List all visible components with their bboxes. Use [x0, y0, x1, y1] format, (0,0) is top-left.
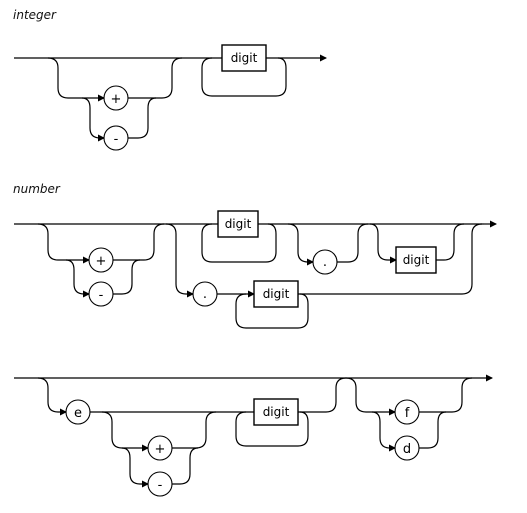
exponent-e-path-in: [37, 377, 67, 416]
number-digit-label-top: digit: [225, 217, 252, 231]
number-dot2-path-out: [337, 223, 369, 263]
number-title: number: [13, 182, 60, 196]
number-minus-path-out: [113, 259, 141, 295]
number-dot2-path-in: [287, 223, 314, 266]
exponent-plus-path-out: [172, 411, 217, 449]
exponent-diagram: e + - digit f d: [14, 374, 493, 497]
integer-diagram: digit + -: [14, 44, 327, 151]
integer-plus-circle: [103, 85, 129, 111]
integer-minus-circle: [103, 125, 129, 151]
number-dot-label-upper: .: [323, 255, 327, 270]
exponent-digit-loop: [235, 411, 309, 447]
number-digit-label-lower: digit: [263, 287, 290, 301]
integer-plus-label: +: [111, 92, 122, 107]
exponent-d-label: d: [403, 442, 411, 457]
exponent-minus-circle: [147, 471, 173, 497]
integer-minus-path-in: [81, 97, 105, 142]
exponent-f-label: f: [405, 406, 410, 421]
exponent-minus-label: -: [158, 478, 163, 493]
integer-digit-box: [221, 44, 267, 72]
number-minus-path-in: [65, 259, 90, 298]
number-digit-loop: [201, 223, 277, 263]
exponent-d-path-out: [419, 411, 447, 449]
integer-title: integer: [13, 8, 56, 22]
number-plus-path-in: [37, 223, 90, 264]
exponent-d-circle: [394, 435, 420, 461]
number-digit3-path-out: [436, 223, 465, 261]
exponent-plus-label: +: [155, 442, 166, 457]
exponent-e-circle: [65, 399, 91, 425]
number-dot-label-lower: .: [203, 287, 207, 302]
exponent-digit-box: [253, 398, 299, 426]
exponent-plus-circle: [147, 435, 173, 461]
exponent-minus-path-in: [121, 447, 149, 488]
number-plus-circle: [88, 247, 114, 273]
number-digit3-path-in: [369, 223, 397, 264]
exponent-digit-label: digit: [263, 405, 290, 419]
integer-minus-label: -: [114, 132, 119, 147]
integer-digit-loop: [201, 57, 287, 97]
exponent-plus-path-in: [101, 411, 149, 452]
integer-plus-path-in: [47, 57, 105, 102]
number-diagram: digit digit digit + - . .: [14, 210, 497, 329]
number-lower-digit-loop: [235, 293, 309, 329]
exponent-f-path-out: [419, 377, 473, 413]
integer-digit-label: digit: [231, 51, 258, 65]
exponent-digit-exit: [298, 377, 347, 413]
integer-minus-path-out: [128, 97, 157, 139]
number-digit-label-right: digit: [403, 253, 430, 267]
number-digit-box-top: [217, 210, 259, 238]
number-lower-exit: [298, 223, 483, 295]
exponent-f-circle: [394, 399, 420, 425]
number-minus-circle: [88, 281, 114, 307]
number-digit-box-lower: [253, 280, 299, 308]
number-dot-circle-upper: [312, 249, 338, 275]
number-plus-path-out: [113, 223, 165, 261]
number-digit-box-right: [395, 246, 437, 274]
number-dot-circle-lower: [192, 281, 218, 307]
exponent-minus-path-out: [172, 447, 199, 485]
number-minus-label: -: [99, 288, 104, 303]
exponent-d-path-in: [371, 411, 396, 452]
number-dot-path-in: [165, 223, 194, 298]
integer-plus-path-out: [128, 57, 183, 99]
number-plus-label: +: [96, 254, 107, 269]
exponent-f-path-in: [345, 377, 396, 416]
exponent-e-label: e: [74, 406, 82, 421]
